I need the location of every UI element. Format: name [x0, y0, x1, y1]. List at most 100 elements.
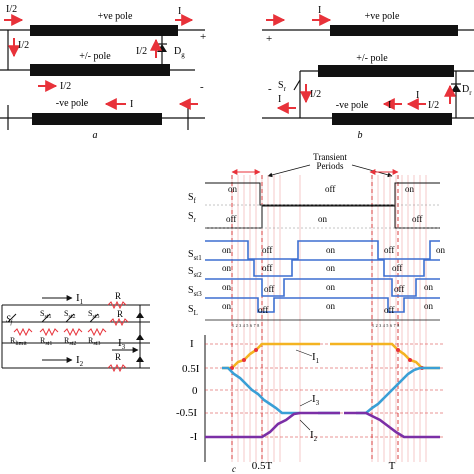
diode-dr-label-b: Dr	[462, 84, 472, 97]
caption-b: b	[358, 130, 363, 141]
row-label-sl: SL	[188, 304, 198, 317]
label-a-bottom: I	[130, 99, 133, 110]
sst3-on-2: on	[326, 282, 336, 292]
pole-pos-label-a: +ve pole	[98, 11, 133, 22]
curve-i2	[205, 411, 440, 439]
tick-number-1-2: 3	[379, 323, 381, 328]
tick-number-1-5: 6	[390, 323, 392, 328]
label-a-right-vert: I/2	[136, 46, 147, 57]
tick-number-0-0: 1	[232, 323, 234, 328]
sr-off-1: off	[226, 214, 236, 224]
tick-number-1-7: 8	[397, 323, 399, 328]
label-i3: I3	[118, 337, 126, 351]
resistor-r-mid-label: R	[117, 309, 123, 319]
label-a-top-right: I	[178, 6, 181, 17]
row-label-sst3: Sst3	[188, 285, 202, 298]
tick-number-1-3: 4	[383, 323, 385, 328]
transient-title-2: Periods	[317, 161, 344, 171]
rlimit-label: Rlimit	[10, 336, 27, 347]
xtick-05T: 0.5T	[252, 460, 273, 472]
sst1-on-1: on	[222, 245, 232, 255]
sst2-off-2: off	[392, 263, 402, 273]
label-a-top-left: I/2	[6, 4, 17, 15]
curve-i1	[222, 342, 440, 370]
label-curve-i2: I2	[310, 429, 318, 443]
tick-number-0-3: 4	[243, 323, 245, 328]
tick-number-1-4: 5	[386, 323, 388, 328]
sst2-on-2: on	[326, 263, 336, 273]
tick-number-0-2: 3	[239, 323, 241, 328]
label-b-right-side: I	[416, 90, 419, 101]
wave-sst1	[205, 240, 440, 260]
ytick-05I: 0.5I	[182, 363, 200, 375]
label-a-left-vert: I/2	[18, 40, 29, 51]
row-label-sf: Sf	[188, 192, 197, 205]
panel-c-plot: I 0.5I 0 -0.5I -I I1 I3 I2 0.5T T c	[176, 335, 445, 474]
label-b-top: I	[318, 5, 321, 16]
pole-mid-a	[30, 64, 170, 76]
pole-pos-a	[30, 25, 178, 36]
resistor-r-top	[107, 300, 127, 310]
pole-neg-b	[332, 113, 452, 125]
diode-dr-b	[451, 84, 461, 92]
switch-st3-label: Sst3	[88, 309, 99, 320]
tick-number-1-6: 7	[394, 323, 396, 328]
resistor-r-bottom-label: R	[115, 352, 121, 362]
switch-st3	[89, 313, 99, 323]
switch-st1-label: Sst1	[40, 309, 51, 320]
wave-sst2	[205, 259, 440, 277]
label-a-minus: -	[200, 81, 204, 93]
curve-i3	[222, 366, 440, 415]
row-label-sst1: Sst1	[188, 249, 202, 262]
sf-on-1: on	[228, 184, 238, 194]
row-label-sr: Sr	[188, 211, 197, 224]
label-curve-i1: I1	[312, 351, 320, 365]
pole-mid-b	[318, 65, 454, 77]
diode-dg-a	[157, 44, 167, 52]
sl-on-2: on	[326, 301, 336, 311]
pole-pos-label-b: +ve pole	[365, 11, 400, 22]
sst1-off-1: off	[262, 245, 272, 255]
ytick-m05I: -0.5I	[176, 407, 197, 419]
sl-off-1: off	[258, 305, 268, 315]
tick-number-0-7: 8	[257, 323, 259, 328]
wave-sst3	[205, 278, 440, 297]
tick-number-1-0: 1	[372, 323, 374, 328]
sl-off-2: off	[384, 305, 394, 315]
ytick-mI: -I	[190, 431, 198, 443]
switch-sr-label-b: Sr	[278, 80, 287, 93]
resistor-r-bottom	[107, 363, 127, 373]
sf-off: off	[325, 184, 335, 194]
panel-c-circuit: R R R Sf Sst1 Sst2 Sst3 Rlimit Rst1 Rst2…	[1, 291, 150, 373]
tick-number-0-5: 6	[250, 323, 252, 328]
switch-sf	[7, 313, 17, 323]
sr-on: on	[318, 214, 328, 224]
label-i1: I1	[76, 292, 84, 306]
ytick-I: I	[190, 338, 194, 350]
label-b-right-vert: I/2	[428, 100, 439, 111]
label-a-mid: I/2	[60, 81, 71, 92]
tick-number-0-1: 2	[236, 323, 238, 328]
sl-on-3: on	[424, 301, 434, 311]
label-b-bottom: I	[388, 100, 391, 111]
sst3-on-1: on	[222, 282, 232, 292]
rst2-label: Rst2	[64, 336, 76, 347]
pole-neg-a	[32, 113, 162, 125]
sst3-on-3: on	[424, 282, 434, 292]
label-b-left-vert: I/2	[310, 89, 321, 100]
sst1-on-2: on	[326, 245, 336, 255]
label-i2: I2	[76, 354, 84, 368]
wave-sf	[205, 182, 440, 206]
row-label-sst2: Sst2	[188, 266, 202, 279]
caption-a: a	[93, 130, 98, 141]
wave-sl	[205, 297, 440, 313]
rst1-label: Rst1	[40, 336, 52, 347]
tick-number-1-1: 2	[376, 323, 378, 328]
resistor-r-mid	[109, 317, 129, 327]
label-a-plus: +	[200, 31, 206, 43]
tick-number-0-4: 5	[246, 323, 248, 328]
sr-off-2: off	[412, 214, 422, 224]
panel-c-timing: Transient Periods Sf Sr Sst1 Sst2 Sst3 S…	[188, 152, 446, 462]
switch-st2-label: Sst2	[64, 309, 75, 320]
